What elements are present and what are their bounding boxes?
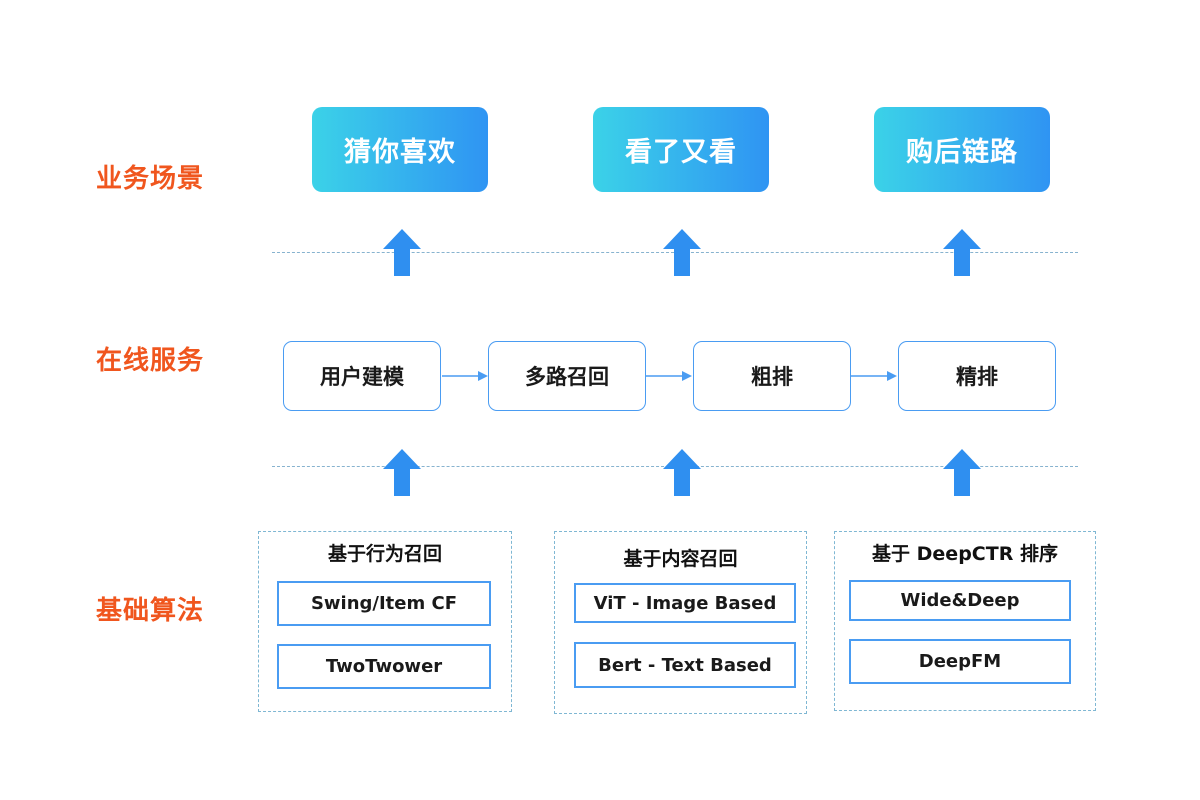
algo-group-title: 基于行为召回 [327, 543, 442, 565]
row-label-base-algorithms: 基础算法 [96, 596, 205, 626]
algo-item-bert-text: Bert - Text Based [574, 642, 796, 688]
up-arrow-icon [383, 229, 421, 276]
up-arrow-icon [943, 449, 981, 496]
scene-box-viewed-also-viewed: 看了又看 [593, 107, 769, 192]
service-box-multi-recall: 多路召回 [488, 341, 646, 411]
service-box-coarse-ranking: 粗排 [693, 341, 851, 411]
row-label-business-scenes: 业务场景 [96, 164, 205, 194]
up-arrow-icon [943, 229, 981, 276]
up-arrow-icon [663, 229, 701, 276]
algo-item-deepfm: DeepFM [849, 639, 1071, 684]
up-arrow-icon [663, 449, 701, 496]
right-arrow-icon [646, 371, 692, 381]
up-arrow-icon [383, 449, 421, 496]
right-arrow-icon [442, 371, 488, 381]
row-label-online-services: 在线服务 [96, 346, 205, 376]
algo-item-swing-item-cf: Swing/Item CF [277, 581, 491, 626]
right-arrow-icon [851, 371, 897, 381]
scene-box-post-purchase: 购后链路 [874, 107, 1050, 192]
algo-group-content-recall: 基于内容召回 ViT - Image Based Bert - Text Bas… [554, 531, 807, 714]
service-box-user-modeling: 用户建模 [283, 341, 441, 411]
service-box-fine-ranking: 精排 [898, 341, 1056, 411]
scene-box-guess-you-like: 猜你喜欢 [312, 107, 488, 192]
algo-item-wide-deep: Wide&Deep [849, 580, 1071, 621]
algo-group-deepctr-ranking: 基于 DeepCTR 排序 Wide&Deep DeepFM [834, 531, 1096, 711]
algo-item-two-tower: TwoTwower [277, 644, 491, 689]
algo-item-vit-image: ViT - Image Based [574, 583, 796, 623]
algo-group-title: 基于内容召回 [623, 548, 738, 570]
algo-group-title: 基于 DeepCTR 排序 [872, 543, 1058, 565]
algo-group-behavior-recall: 基于行为召回 Swing/Item CF TwoTwower [258, 531, 512, 712]
